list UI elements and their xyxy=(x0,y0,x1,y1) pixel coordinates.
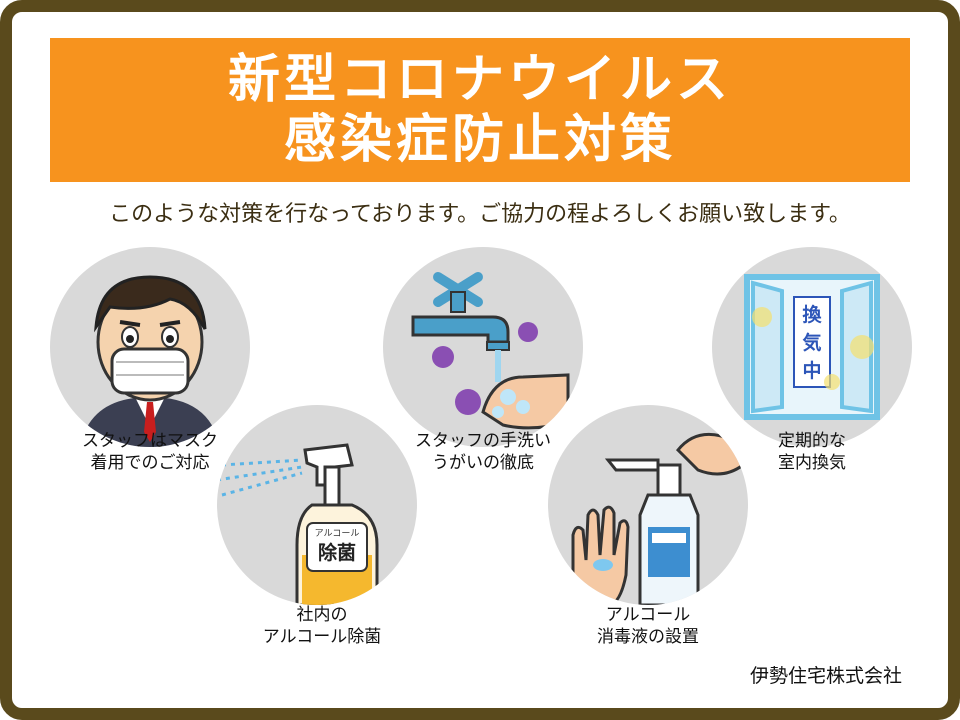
open-window-icon xyxy=(712,247,912,447)
company-name: 伊勢住宅株式会社 xyxy=(749,665,902,687)
handwash-icon xyxy=(383,247,583,447)
title-line-2: 感染症防止対策 xyxy=(283,110,676,170)
item-mask xyxy=(50,247,250,447)
ventilation-sign: 換 気 中 xyxy=(802,304,822,382)
item-ventilation: 換 気 中 xyxy=(712,247,912,447)
item-alcohol: アルコール 除菌 xyxy=(217,405,417,605)
bottle-label-small: アルコール xyxy=(314,529,360,539)
title-line-1: 新型コロナウイルス xyxy=(227,50,732,110)
sanitizer-pump-icon xyxy=(548,405,748,605)
title-banner: 新型コロナウイルス 感染症防止対策 xyxy=(50,38,910,182)
item-sanitizer xyxy=(548,405,748,605)
item-handwash xyxy=(383,247,583,447)
label-sanitizer: アルコール 消毒液の設置 xyxy=(597,605,699,647)
label-alcohol: 社内の アルコール除菌 xyxy=(262,605,382,647)
subtitle: このような対策を行なっております。ご協力の程よろしくお願い致します。 xyxy=(109,202,851,227)
bottle-label-large: 除菌 xyxy=(317,542,356,564)
label-mask: スタッフはマスク 着用でのご対応 xyxy=(82,431,218,473)
masked-staff-icon xyxy=(50,247,250,447)
label-ventilation: 定期的な 室内換気 xyxy=(778,431,846,473)
alcohol-spray-icon xyxy=(217,405,417,605)
label-handwash: スタッフの手洗い うがいの徹底 xyxy=(415,431,551,473)
